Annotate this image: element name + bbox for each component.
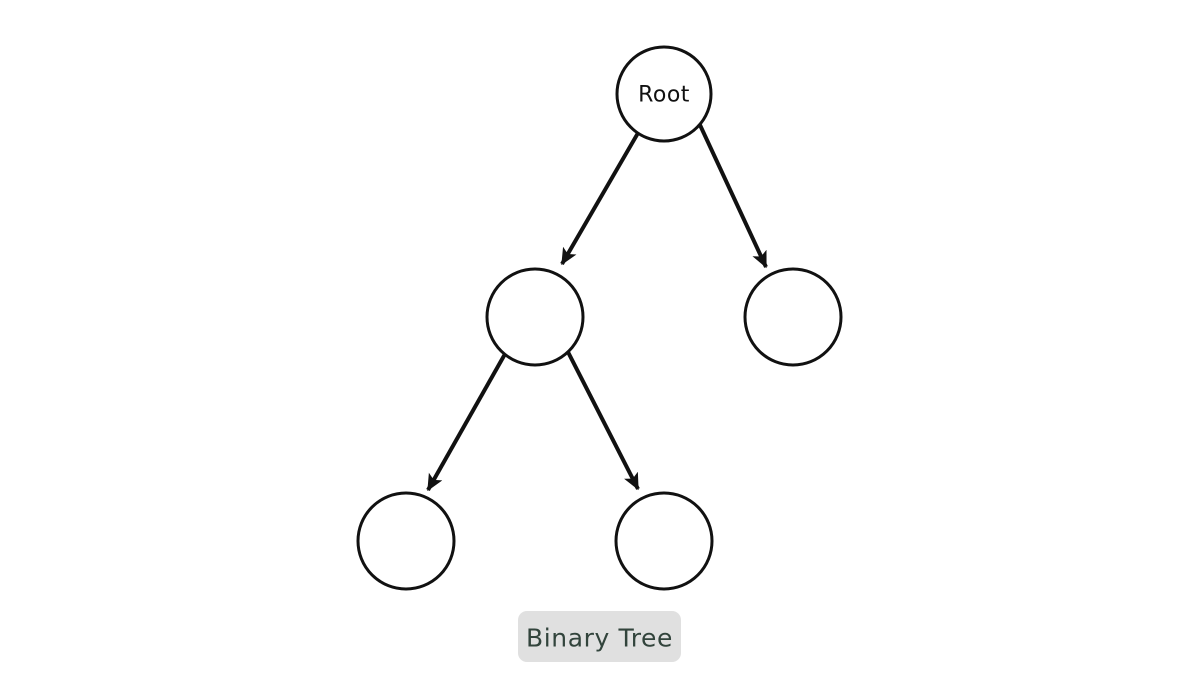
caption-label: Binary Tree (526, 624, 673, 653)
node-circle-left-right[interactable] (614, 491, 714, 591)
node-circle-left-left[interactable] (356, 491, 456, 591)
edge-root-to-left-child (560, 131, 640, 266)
edge-left-child-to-left-right (566, 351, 640, 491)
diagram-caption: Binary Tree (518, 611, 681, 662)
edge-layer (426, 124, 768, 492)
tree-node-left-left[interactable] (356, 491, 456, 591)
node-circle-root[interactable] (615, 45, 713, 143)
caption-background (518, 611, 681, 662)
edge-left-child-to-left-left (426, 353, 507, 492)
edge-root-to-right-child (698, 124, 768, 269)
tree-node-left-right[interactable] (614, 491, 714, 591)
tree-node-left-child[interactable] (485, 267, 585, 367)
node-layer: Root (356, 45, 843, 591)
node-label-root: Root (638, 83, 690, 108)
tree-node-right-child[interactable] (743, 267, 843, 367)
node-circle-left-child[interactable] (485, 267, 585, 367)
tree-node-root[interactable]: Root (615, 45, 713, 143)
node-circle-right-child[interactable] (743, 267, 843, 367)
